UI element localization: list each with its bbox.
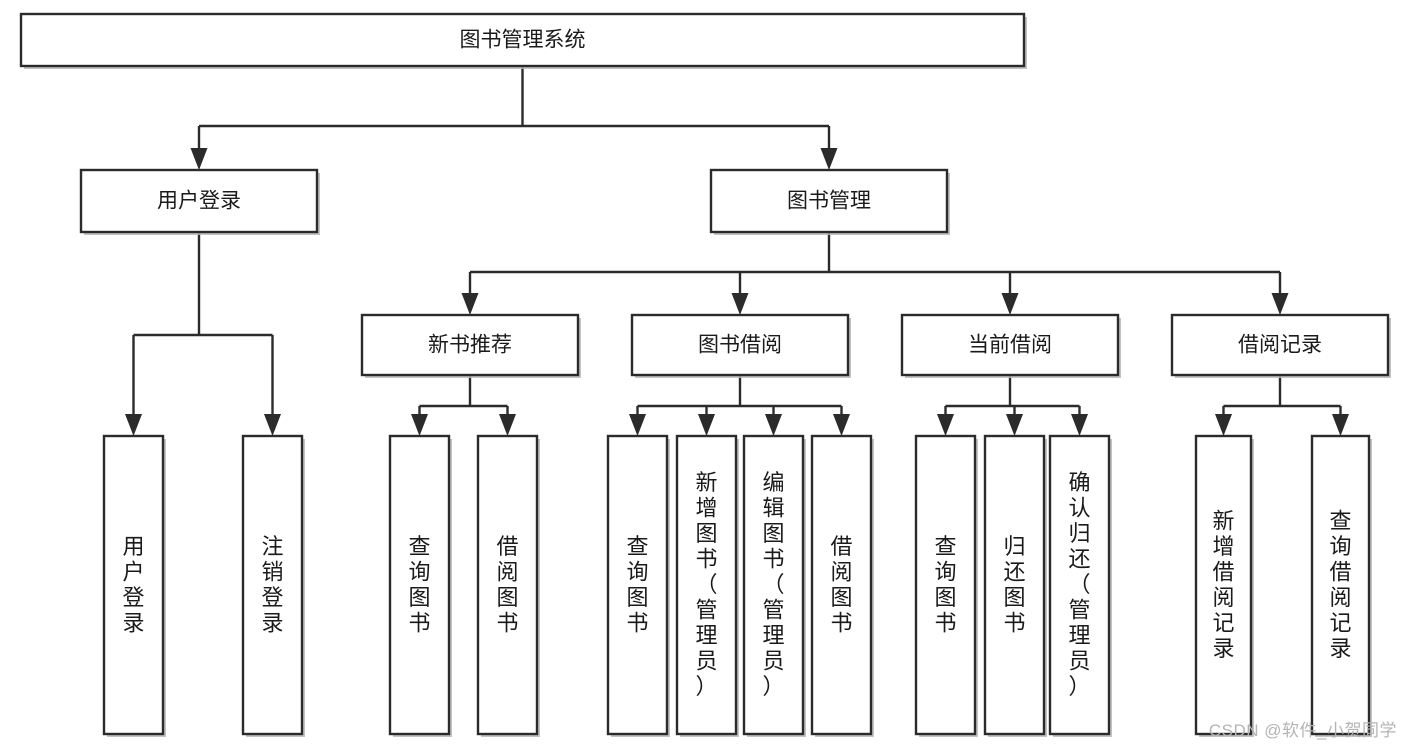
connector-layer (125, 66, 1349, 436)
arrow-head-icon (1001, 293, 1019, 315)
node-label: 图书管理系统 (460, 29, 586, 52)
node-book-manage[interactable]: 图书管理 (709, 168, 950, 235)
node-box[interactable] (102, 434, 165, 736)
node-label: 新书推荐 (428, 334, 512, 357)
node-box[interactable] (914, 434, 977, 736)
node-leaf-rec-query[interactable]: 查询图书 (388, 434, 452, 737)
arrow-head-icon (629, 414, 646, 436)
node-box[interactable] (675, 434, 738, 736)
node-box[interactable] (360, 313, 580, 377)
arrow-head-icon (461, 293, 479, 315)
node-label: 归还图书 (1003, 534, 1025, 636)
node-label: 编辑图书（管理员） (762, 470, 784, 699)
node-book-borrow[interactable]: 图书借阅 (630, 313, 851, 378)
node-borrow-record[interactable]: 借阅记录 (1170, 313, 1391, 378)
node-current-borrow[interactable]: 当前借阅 (900, 313, 1121, 378)
node-label: 用户登录 (122, 534, 144, 636)
node-box[interactable] (630, 313, 850, 377)
node-leaf-borrow-do[interactable]: 借阅图书 (810, 434, 874, 737)
node-label: 查询图书 (626, 534, 648, 636)
node-leaf-rec-add[interactable]: 新增借阅记录 (1194, 434, 1254, 737)
node-box[interactable] (476, 434, 539, 736)
node-leaf-user-logout[interactable]: 注销登录 (241, 434, 305, 737)
node-user-login[interactable]: 用户登录 (79, 168, 320, 235)
node-leaf-cur-query[interactable]: 查询图书 (914, 434, 978, 737)
node-layer: 图书管理系统用户登录图书管理新书推荐图书借阅当前借阅借阅记录用户登录注销登录查询… (19, 12, 1391, 737)
node-label: 查询图书 (408, 534, 430, 636)
node-box[interactable] (900, 313, 1120, 377)
arrow-head-icon (125, 414, 142, 436)
node-leaf-rec-query2[interactable]: 查询借阅记录 (1310, 434, 1372, 737)
node-box[interactable] (388, 434, 451, 736)
arrow-head-icon (820, 148, 838, 170)
arrow-head-icon (765, 414, 782, 436)
arrow-head-icon (1006, 414, 1023, 436)
node-box[interactable] (810, 434, 873, 736)
arrow-head-icon (731, 293, 749, 315)
arrow-head-icon (411, 414, 428, 436)
node-label: 图书管理 (787, 190, 871, 213)
node-label: 查询借阅记录 (1329, 508, 1351, 661)
node-label: 借阅图书 (496, 534, 518, 636)
node-leaf-cur-return[interactable]: 归还图书 (983, 434, 1047, 737)
connector-group-new_book_rec (411, 375, 516, 436)
node-label: 确认归还（管理员） (1068, 470, 1090, 699)
node-leaf-borrow-add[interactable]: 新增图书（管理员） (675, 434, 739, 737)
arrow-head-icon (1071, 414, 1088, 436)
node-box[interactable] (606, 434, 669, 736)
node-label: 新增图书（管理员） (695, 470, 717, 699)
node-label: 查询图书 (934, 534, 956, 636)
node-label: 借阅图书 (830, 534, 852, 636)
node-box[interactable] (1048, 434, 1111, 736)
node-label: 新增借阅记录 (1212, 508, 1234, 661)
node-leaf-cur-confirm[interactable]: 确认归还（管理员） (1048, 434, 1112, 737)
csdn-watermark: CSDN @软件_小贺同学 (1208, 721, 1397, 740)
node-box[interactable] (709, 168, 949, 234)
arrow-head-icon (1271, 293, 1289, 315)
node-leaf-borrow-edit[interactable]: 编辑图书（管理员） (742, 434, 806, 737)
node-box[interactable] (241, 434, 304, 736)
arrow-head-icon (833, 414, 850, 436)
node-new-book-rec[interactable]: 新书推荐 (360, 313, 581, 378)
node-box[interactable] (1194, 434, 1253, 736)
node-label: 借阅记录 (1238, 334, 1322, 357)
node-label: 当前借阅 (968, 334, 1052, 357)
node-root[interactable]: 图书管理系统 (19, 12, 1027, 69)
node-box[interactable] (19, 12, 1026, 68)
connector-group-borrow_record (1215, 375, 1349, 436)
node-box[interactable] (1310, 434, 1371, 736)
node-label: 注销登录 (261, 534, 283, 636)
arrow-head-icon (190, 148, 208, 170)
connector-group-book_manage (461, 232, 1289, 315)
node-leaf-user-login[interactable]: 用户登录 (102, 434, 166, 737)
node-box[interactable] (742, 434, 805, 736)
node-label: 用户登录 (157, 190, 241, 213)
connector-group-root (190, 66, 838, 170)
node-box[interactable] (1170, 313, 1390, 377)
arrow-head-icon (698, 414, 715, 436)
arrow-head-icon (937, 414, 954, 436)
arrow-head-icon (1215, 414, 1232, 436)
arrow-head-icon (499, 414, 516, 436)
node-box[interactable] (79, 168, 319, 234)
node-leaf-rec-borrow[interactable]: 借阅图书 (476, 434, 540, 737)
node-box[interactable] (983, 434, 1046, 736)
connector-group-book_borrow (629, 375, 850, 436)
node-leaf-borrow-query[interactable]: 查询图书 (606, 434, 670, 737)
node-label: 图书借阅 (698, 334, 782, 357)
arrow-head-icon (1332, 414, 1349, 436)
connector-group-current_borrow (937, 375, 1088, 436)
connector-group-user_login (125, 232, 281, 436)
arrow-head-icon (264, 414, 281, 436)
